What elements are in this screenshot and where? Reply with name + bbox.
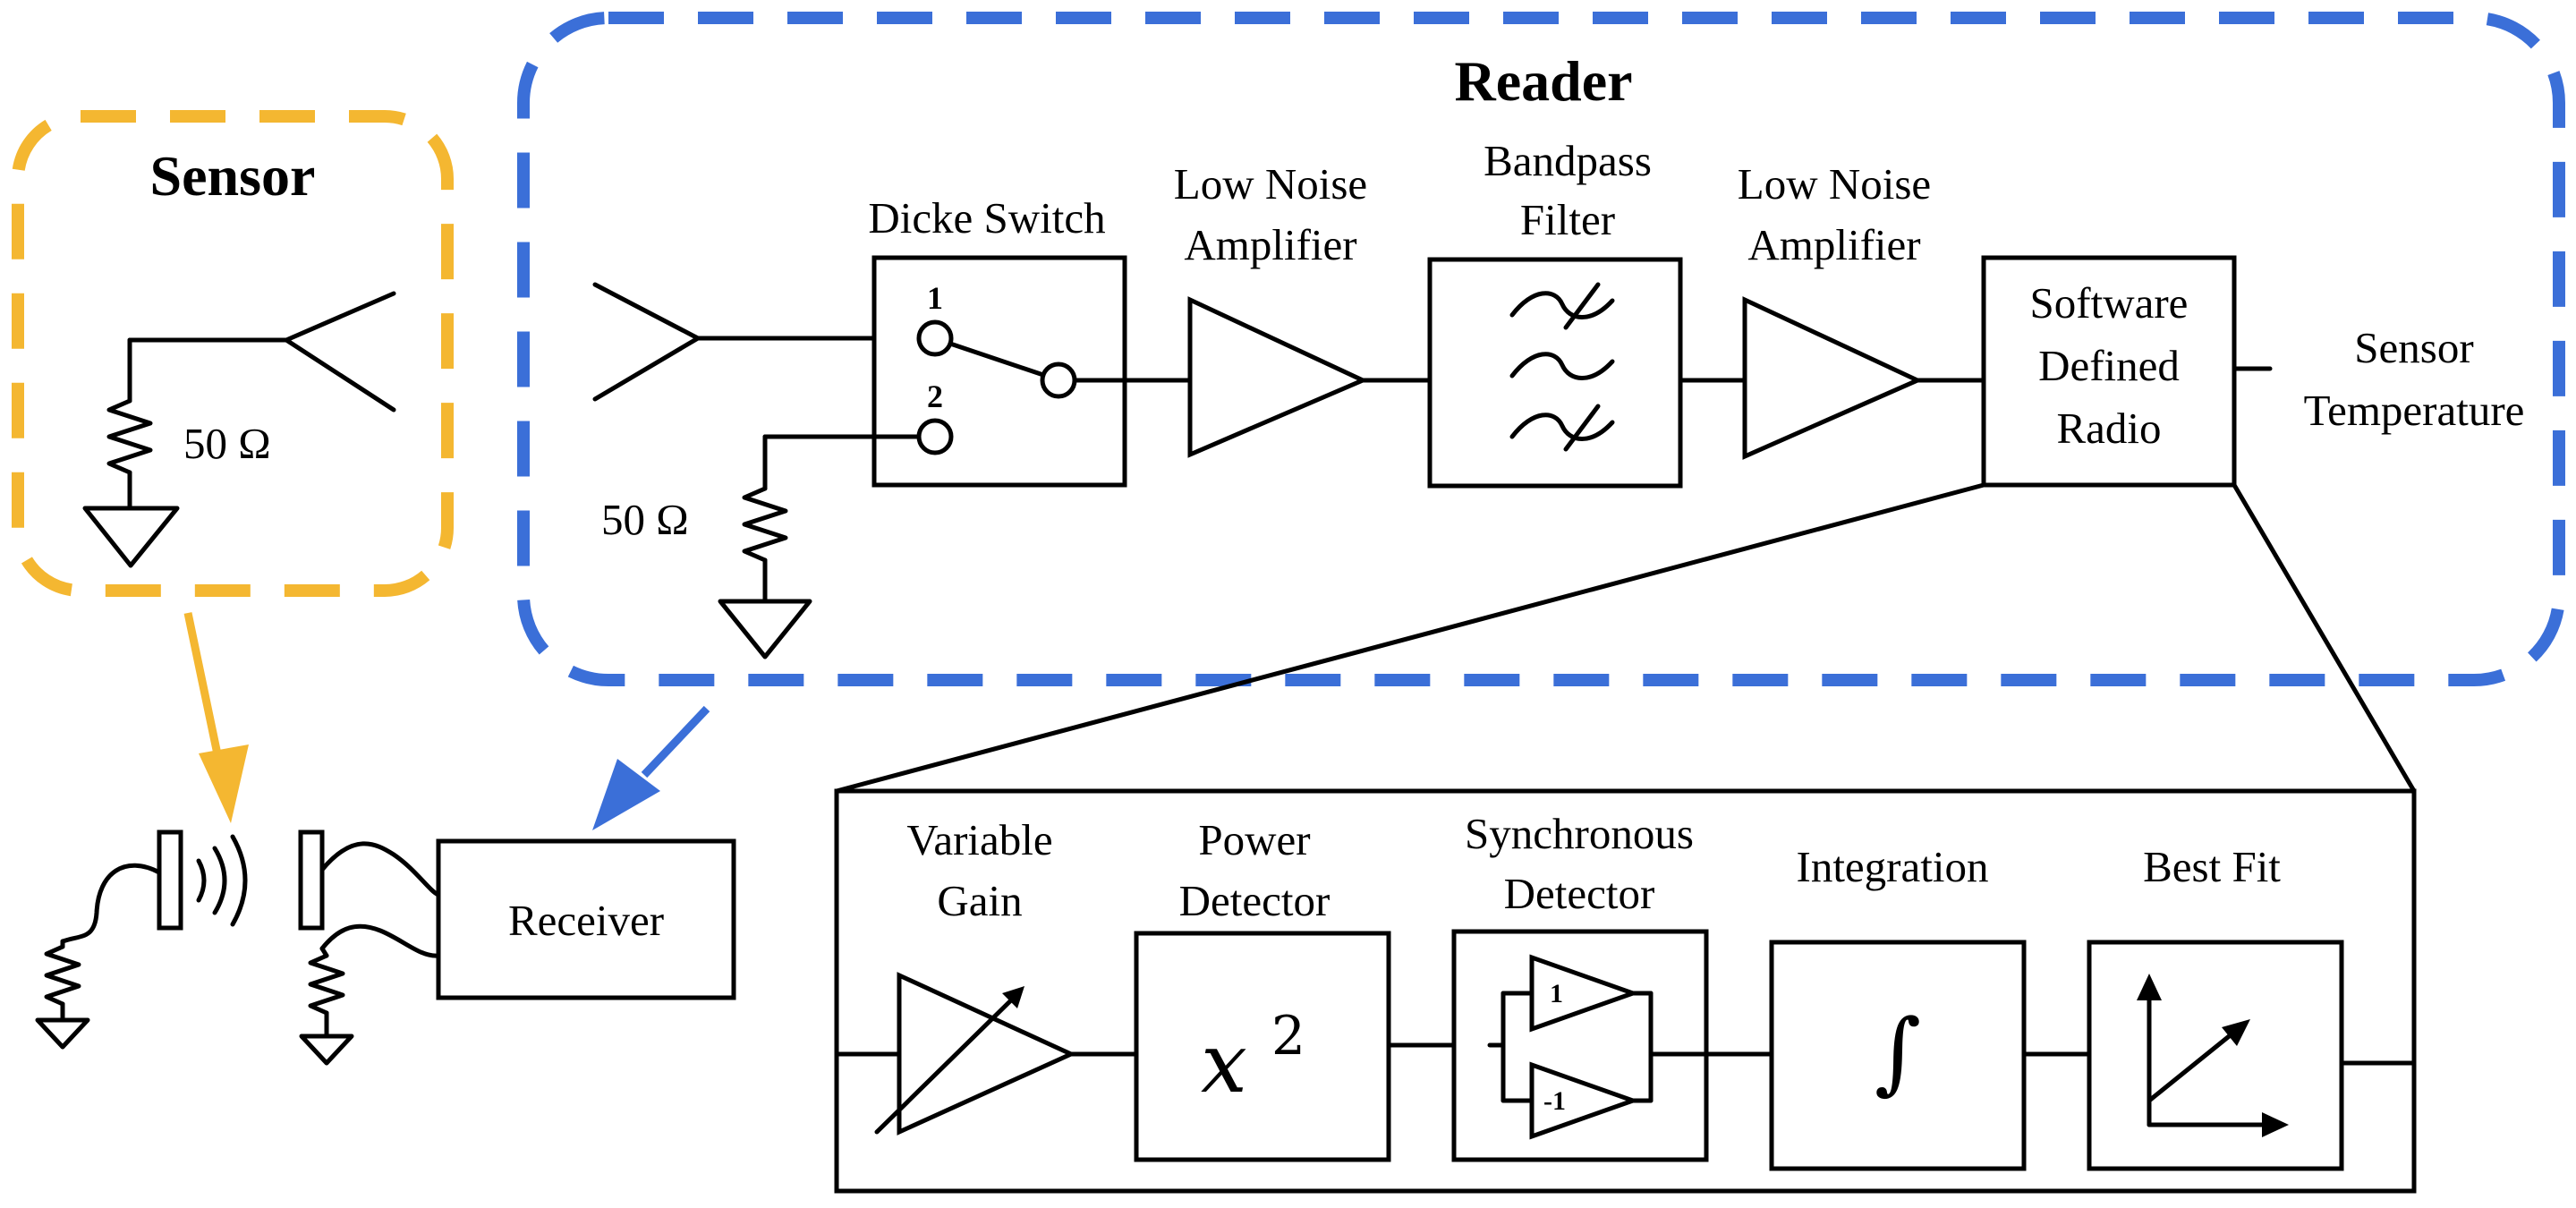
power-detector-exponent: 2: [1271, 1005, 1305, 1068]
sdr-box: [1981, 255, 2237, 488]
power-detector-box: [1134, 931, 1391, 1162]
receiver-box: [436, 838, 736, 1000]
sdr-label-line3: Radio: [2056, 404, 2161, 453]
lna2-label-line2: Amplifier: [1747, 220, 1920, 269]
best-fit-box: [2087, 940, 2344, 1171]
reader-resistor-label: 50 Ω: [601, 495, 689, 544]
filter-label-line1: Bandpass: [1484, 136, 1652, 185]
integration-label: Integration: [1797, 842, 1989, 891]
lna2-label-line1: Low Noise: [1738, 159, 1931, 208]
filter-label-line2: Filter: [1520, 195, 1615, 244]
sensor-resistor: [106, 398, 153, 511]
integration-box: [1769, 940, 2027, 1171]
integration-symbol: ∫: [1875, 1000, 1921, 1104]
output-label-line1: Sensor: [2354, 323, 2473, 372]
power-detector-symbol: x: [1201, 1016, 1247, 1111]
sync-detector-gain-positive: 1: [1550, 979, 1563, 1008]
dicke-switch-contact-1: [916, 319, 954, 357]
dicke-switch-pin2: 2: [927, 379, 943, 414]
sensor-resistor-label: 50 Ω: [183, 419, 271, 468]
variable-gain-label-line2: Gain: [937, 876, 1022, 925]
best-fit-label: Best Fit: [2143, 842, 2281, 891]
bandpass-filter-box: [1427, 257, 1683, 489]
lna1-amplifier-icon: [1187, 296, 1369, 458]
best-fit-axes-icon: [2137, 974, 2289, 1137]
variable-gain-amplifier-icon: [897, 972, 1077, 1136]
bandpass-filter-icon: [1509, 282, 1615, 452]
sdr-label-line2: Defined: [2038, 341, 2180, 390]
reader-boundary: [517, 12, 2565, 686]
sync-detector-icon: [1487, 954, 1709, 1140]
zoom-line-left: [834, 482, 1986, 794]
sdr-label-line1: Software: [2030, 278, 2189, 328]
dicke-switch-pin1: 1: [927, 280, 943, 316]
sync-detector-label-line1: Synchronous: [1465, 809, 1694, 858]
output-label-line2: Temperature: [2304, 386, 2525, 435]
sensor-antenna: [127, 291, 396, 413]
power-detector-label-line1: Power: [1198, 815, 1310, 864]
transmit-antenna-icon: [35, 829, 183, 1050]
radio-waves-icon: [196, 834, 248, 927]
sensor-boundary: [12, 110, 454, 597]
lna2-amplifier-icon: [1742, 296, 1924, 460]
reference-load: [718, 434, 922, 659]
zoom-line-right: [2232, 482, 2417, 794]
dicke-switch-lever: [948, 341, 1046, 378]
reader-title: Reader: [1454, 49, 1632, 113]
lna1-label-line1: Low Noise: [1174, 159, 1367, 208]
reader-ground-icon: [718, 599, 812, 659]
dicke-switch-label: Dicke Switch: [868, 193, 1105, 242]
sync-detector-gain-negative: -1: [1543, 1086, 1566, 1116]
receive-antenna-icon: [298, 829, 441, 1066]
sensor-ground-icon: [82, 506, 180, 568]
receiver-label: Receiver: [508, 896, 664, 945]
lna1-label-line2: Amplifier: [1184, 220, 1356, 269]
sensor-arrow: [183, 612, 249, 823]
sync-detector-label-line2: Detector: [1504, 869, 1655, 918]
sensor-title: Sensor: [150, 144, 316, 208]
power-detector-label-line2: Detector: [1179, 876, 1331, 925]
dicke-switch-box: [871, 255, 1127, 488]
reader-arrow: [592, 705, 710, 830]
variable-gain-label-line1: Variable: [906, 815, 1052, 864]
reader-antenna: [592, 282, 904, 402]
variable-gain-arrow-icon: [874, 991, 1021, 1135]
